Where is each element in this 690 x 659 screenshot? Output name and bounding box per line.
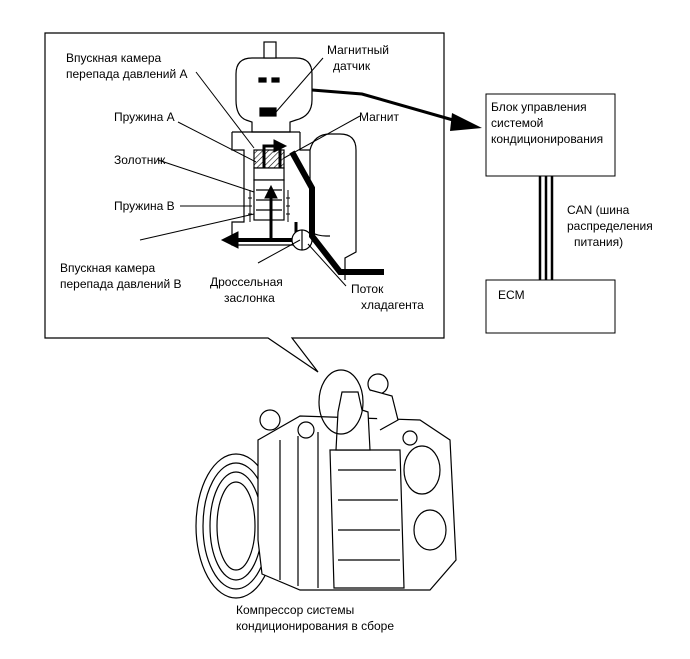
label-refrigerant-flow-2: хладагента (361, 298, 424, 312)
label-magnet: Магнит (359, 110, 400, 124)
valve-flow-arrows (220, 139, 298, 249)
label-can-3: питания) (574, 235, 623, 249)
spool (253, 167, 285, 221)
label-chamber-a-1: Впускная камера (66, 51, 162, 65)
refrigerant-flow-path (289, 150, 384, 275)
label-magnetic-sensor-1: Магнитный (327, 43, 389, 57)
label-spring-a: Пружина А (114, 110, 175, 124)
label-spool: Золотник (114, 153, 166, 167)
label-ac-control-unit-3: кондиционирования (491, 132, 603, 146)
label-can-2: распределения (567, 219, 653, 233)
label-spring-b: Пружина В (114, 199, 175, 213)
label-chamber-b-1: Впускная камера (60, 261, 156, 275)
compressor-assembly (195, 369, 457, 599)
ecm-box (485, 279, 616, 334)
label-throttle-1: Дроссельная (210, 275, 283, 289)
throttle-flap (291, 229, 313, 251)
label-magnetic-sensor-2: датчик (333, 59, 371, 73)
label-throttle-2: заслонка (224, 291, 275, 305)
label-ecm: ECM (498, 288, 525, 302)
label-chamber-b-2: перепада давлений В (60, 277, 182, 291)
label-compressor-2: кондиционирования в сборе (236, 619, 394, 633)
label-can-1: CAN (шина (567, 203, 630, 217)
label-ac-control-unit-1: Блок управления (491, 100, 587, 114)
sensor-signal-line (311, 88, 482, 131)
label-refrigerant-flow-1: Поток (351, 282, 384, 296)
label-chamber-a-2: перепада давлений А (66, 67, 188, 81)
can-bus-lines (538, 176, 554, 280)
ac-control-unit-box (485, 93, 616, 177)
leader-lines (139, 57, 361, 287)
label-compressor-1: Компрессор системы (236, 603, 354, 617)
labels: Впускная камера перепада давлений А Пруж… (60, 43, 653, 633)
label-ac-control-unit-2: системой (491, 116, 543, 130)
